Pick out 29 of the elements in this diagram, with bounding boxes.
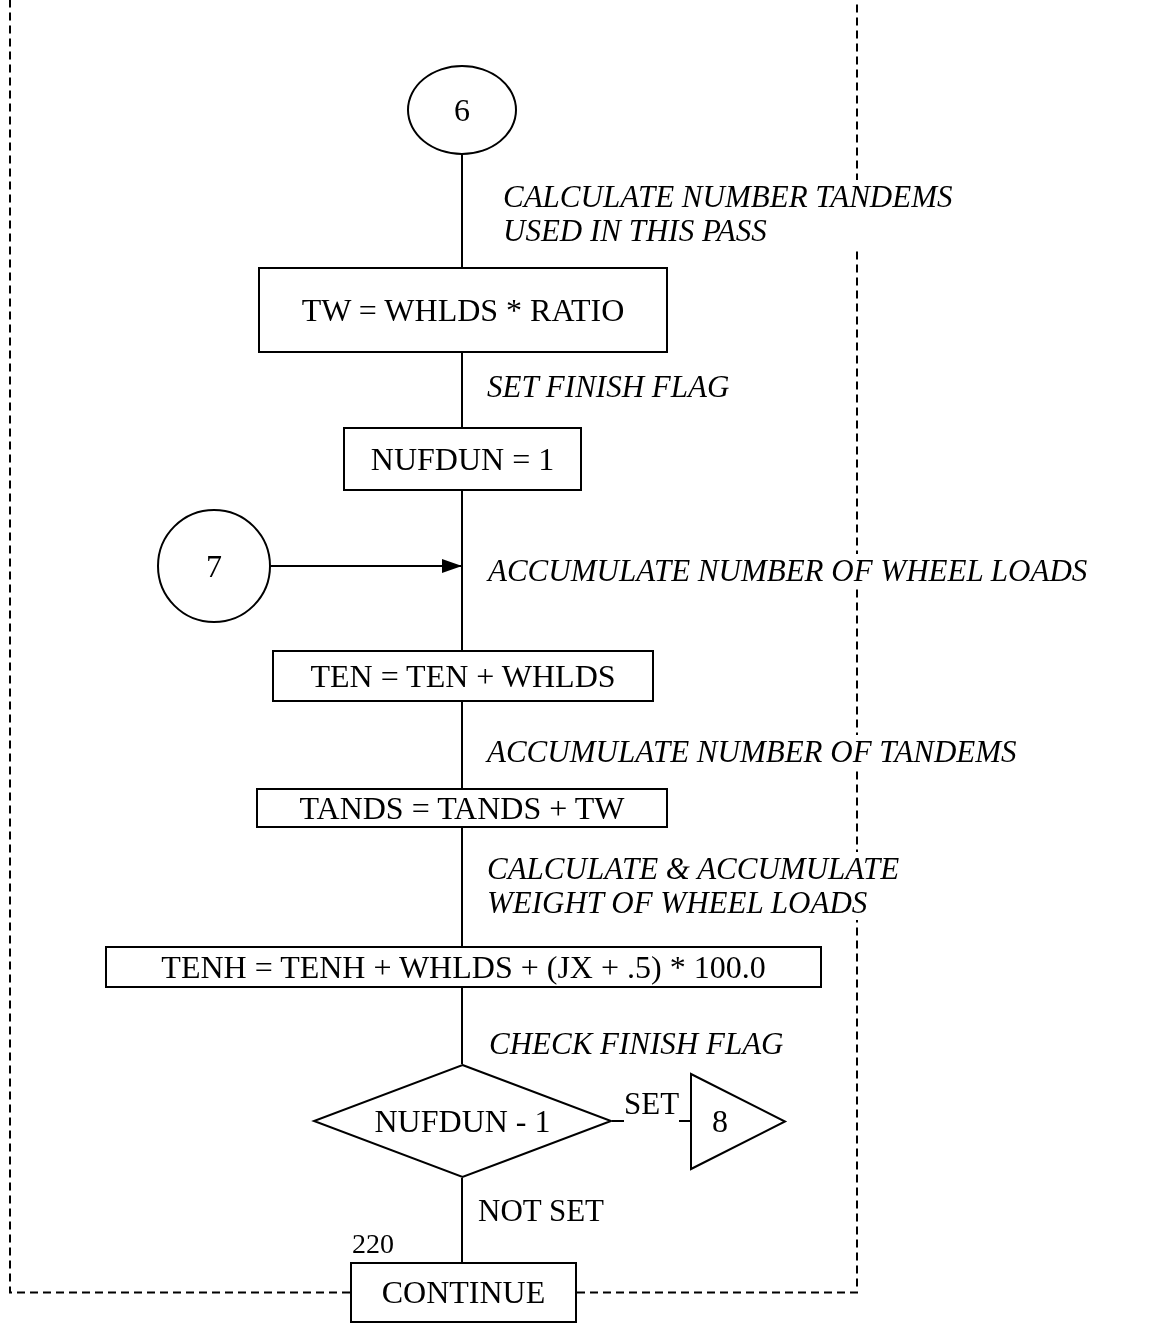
node-text: TENH = TENH + WHLDS + (JX + .5) * 100.0 [161, 948, 766, 986]
node-text: TANDS = TANDS + TW [299, 789, 625, 827]
process-box [343, 427, 582, 491]
process-box [105, 946, 822, 988]
connector-line [461, 352, 463, 428]
decision-diamond [313, 1064, 612, 1178]
process-box [256, 788, 668, 828]
connector-line [461, 490, 463, 651]
connector-line [461, 1177, 463, 1263]
connector-line [461, 701, 463, 789]
node-text: 7 [206, 547, 222, 585]
off-page-connector [690, 1073, 786, 1170]
connector-line [461, 827, 463, 947]
connector-line [461, 154, 463, 268]
process-box [272, 650, 654, 702]
arrow [270, 559, 463, 573]
connector-line [461, 987, 463, 1065]
dashed-loop-line [9, 0, 351, 1294]
statement-number: 220 [352, 1228, 394, 1260]
process-box [350, 1262, 577, 1323]
node-text: 6 [454, 91, 470, 129]
node-text: TW = WHLDS * RATIO [301, 291, 625, 329]
node-text: NUFDUN - 1 [374, 1102, 551, 1140]
node-text: CONTINUE [381, 1274, 546, 1311]
node-text: TEN = TEN + WHLDS [310, 657, 616, 695]
comment-text: ACCUMULATE NUMBER OF TANDEMS [487, 735, 1017, 770]
node-text: 8 [712, 1103, 728, 1140]
node-text: NUFDUN = 1 [370, 440, 555, 478]
process-box [258, 267, 668, 353]
